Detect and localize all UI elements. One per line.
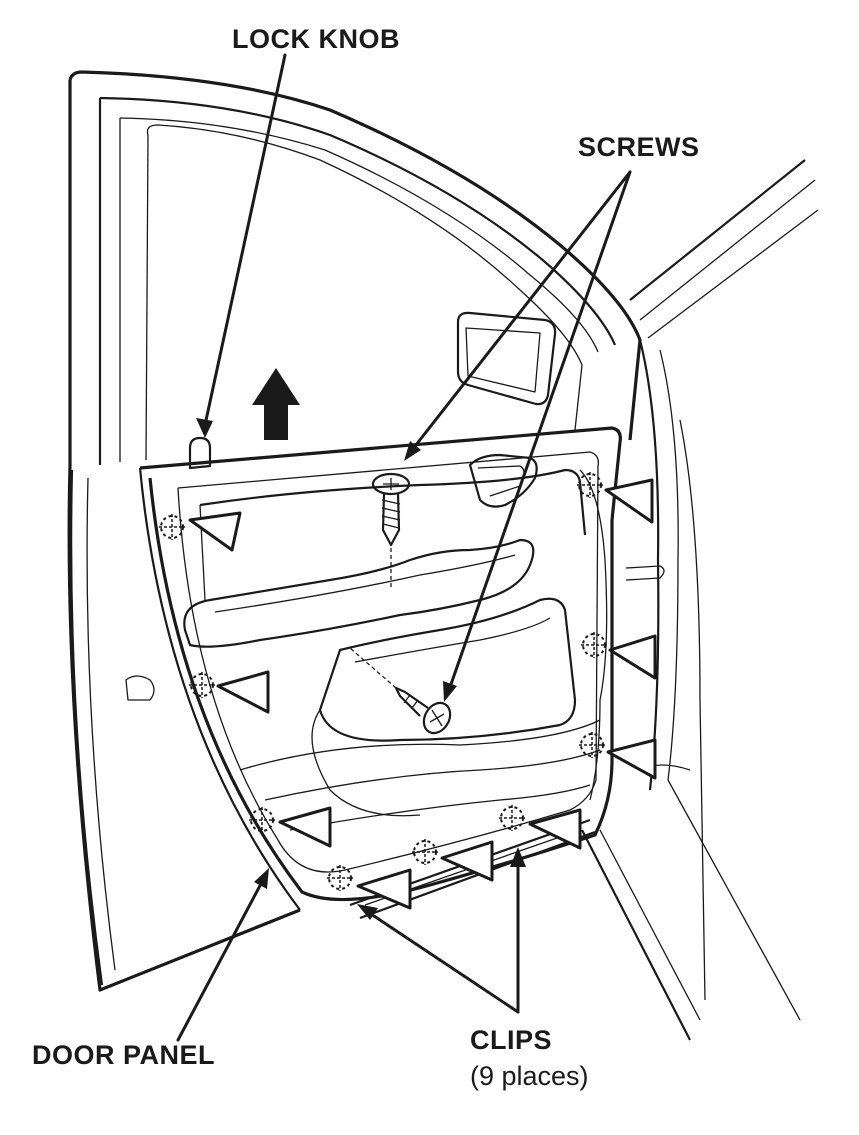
clip-indicator-triangle <box>216 670 270 714</box>
clip-indicator-triangle <box>356 868 412 910</box>
clips-count-label: (9 places) <box>470 1061 589 1091</box>
clip-indicator-triangle <box>528 808 582 850</box>
clip-indicator-triangle <box>278 806 332 848</box>
clip-indicator-triangle <box>188 511 242 552</box>
screw-lower <box>349 647 452 735</box>
clip-right-upper <box>577 472 654 524</box>
clip-bottom-3 <box>499 805 582 850</box>
lock-knob <box>188 436 212 470</box>
clip-indicator-triangle <box>440 840 494 882</box>
clip-indicator-triangle <box>604 478 654 524</box>
clip-left-upper <box>159 511 242 552</box>
clip-left-lower <box>249 806 332 848</box>
screws-label: SCREWS <box>578 132 700 162</box>
screw-upper <box>371 472 411 590</box>
clip-left-middle <box>189 670 270 714</box>
clip-bottom-1 <box>327 865 412 910</box>
side-mirror <box>456 311 557 406</box>
lock-knob-label: LOCK KNOB <box>232 24 400 54</box>
door-frame <box>67 70 642 992</box>
clip-bottom-2 <box>412 839 494 882</box>
clip-right-middle <box>581 632 657 680</box>
clip-indicator-triangle <box>608 634 657 680</box>
door-trim-panel <box>138 426 622 920</box>
door-panel-label: DOOR PANEL <box>32 1040 216 1070</box>
pull-up-arrow <box>252 368 300 440</box>
clip-markers <box>159 472 657 910</box>
b-pillar <box>581 159 819 1041</box>
clip-right-lower <box>579 732 657 780</box>
clips-label: CLIPS <box>470 1025 553 1055</box>
clip-indicator-triangle <box>606 738 657 780</box>
leader-lines <box>176 53 632 1042</box>
